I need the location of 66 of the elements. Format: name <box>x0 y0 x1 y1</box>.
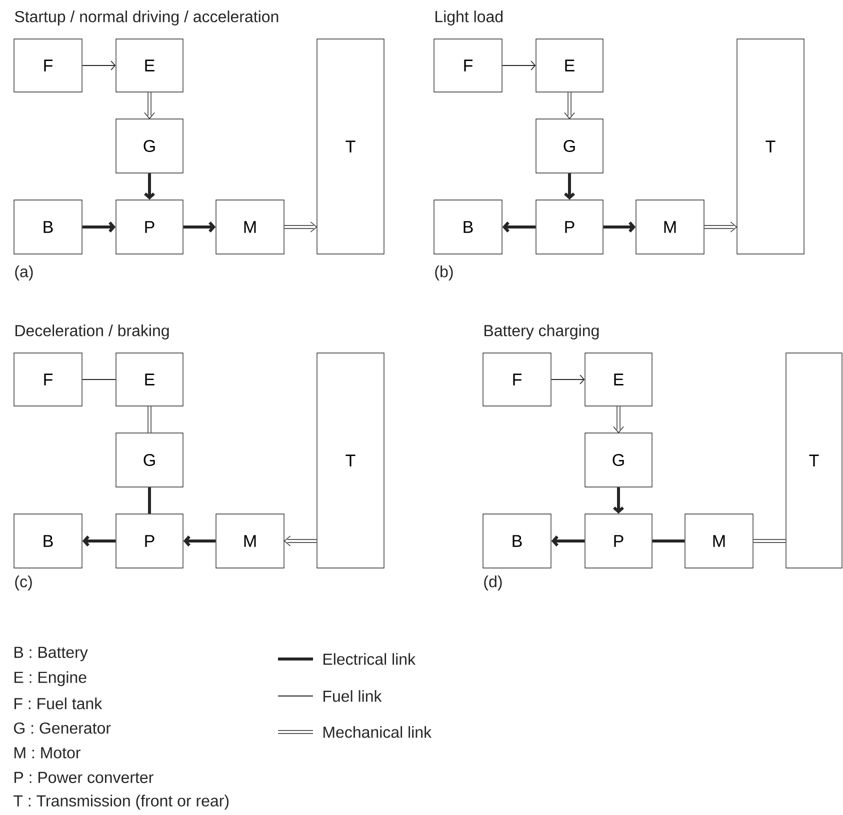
connector-line <box>753 539 786 543</box>
arrow <box>502 60 536 70</box>
connector-line <box>148 487 151 514</box>
arrow <box>550 374 585 384</box>
key-entry: B : Battery <box>14 646 88 662</box>
arrow <box>564 92 575 120</box>
key-entry: G : Generator <box>14 722 111 734</box>
component-box: P <box>536 200 604 254</box>
arrow <box>144 92 155 120</box>
component-box: G <box>536 118 604 174</box>
arrow <box>704 222 738 232</box>
component-box: G <box>116 432 184 488</box>
component-box: F <box>434 38 502 92</box>
component-box: B <box>482 514 552 568</box>
arrow <box>603 222 636 232</box>
connector-line <box>652 540 685 542</box>
component-box: E <box>116 38 184 92</box>
panel-title: Deceleration / braking <box>16 324 169 340</box>
component-box: G <box>116 118 184 174</box>
legend-item: Mechanical link <box>278 726 432 738</box>
arrow <box>613 406 624 434</box>
arrow <box>183 222 216 232</box>
component-box: B <box>14 514 82 568</box>
arrow <box>183 536 216 546</box>
component-box: B <box>14 200 82 254</box>
component-box: T <box>736 38 804 254</box>
panel-title: Startup / normal driving / acceleration <box>14 10 278 26</box>
component-box: B <box>434 200 502 254</box>
legend-item: Electrical link <box>278 653 416 665</box>
connector-line <box>148 406 152 433</box>
connector-line <box>82 379 116 380</box>
arrow <box>551 536 585 546</box>
arrow <box>82 536 116 546</box>
component-box: M <box>216 200 284 254</box>
arrow <box>82 60 116 70</box>
legend-item: Fuel link <box>278 690 382 702</box>
key-entry: F : Fuel tank <box>14 698 102 710</box>
arrow <box>564 173 575 200</box>
component-box: F <box>482 352 552 406</box>
component-box: P <box>116 200 184 254</box>
arrow <box>613 487 624 514</box>
panel-title: Battery charging <box>484 324 599 340</box>
panel-title: Light load <box>436 10 503 26</box>
component-box: M <box>636 200 704 254</box>
key-entry: E : Engine <box>14 671 86 686</box>
component-box: T <box>316 38 384 254</box>
component-box: E <box>536 38 604 92</box>
arrow <box>144 173 155 200</box>
component-box: E <box>116 352 184 406</box>
key-entry: T : Transmission (front or rear) <box>14 794 229 810</box>
component-box: G <box>584 432 652 488</box>
component-box: T <box>786 352 842 568</box>
arrow <box>284 536 317 546</box>
arrow <box>502 222 536 232</box>
component-box: F <box>14 38 82 92</box>
component-box: M <box>216 514 284 568</box>
component-box: M <box>684 514 754 568</box>
arrow <box>82 222 116 232</box>
key-entry: P : Power converter <box>14 772 154 784</box>
component-box: P <box>116 514 184 568</box>
component-box: F <box>14 352 82 406</box>
arrow <box>284 222 318 232</box>
component-box: T <box>316 352 384 568</box>
component-box: P <box>584 514 652 568</box>
key-entry: M : Motor <box>14 747 80 758</box>
component-box: E <box>584 352 652 406</box>
